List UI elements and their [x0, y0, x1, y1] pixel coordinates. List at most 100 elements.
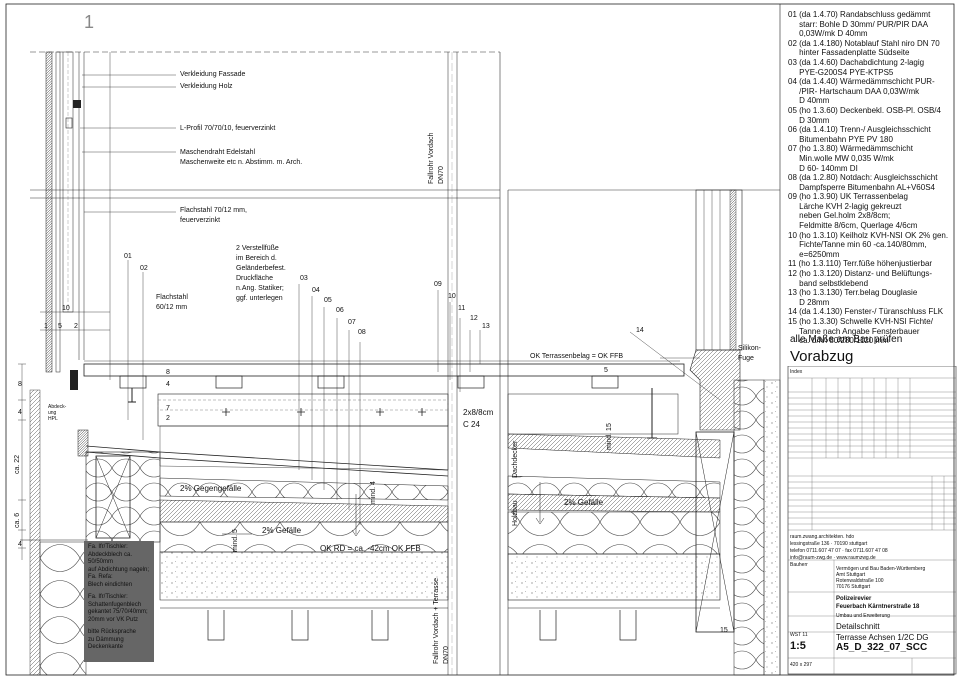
material-legend: 01 (da 1.4.70) Randabschluss gedämmt sta…: [788, 10, 956, 346]
label-versteller-3: Geländerbefest.: [236, 265, 286, 272]
dim-5b: 5: [604, 367, 608, 374]
note-line: Fa. Ifr/Tischler:: [88, 594, 128, 600]
legend-item: Lärche KVH 2-lagig gekreuzt: [788, 201, 902, 211]
callout-05: 05: [324, 297, 332, 304]
callout-03: 03: [300, 275, 308, 282]
dim-2b: 2: [166, 415, 170, 422]
legend-item: e=6250mm: [788, 249, 840, 259]
label-flachstahl-60-2: 60/12 mm: [156, 304, 188, 311]
legend-item: 04 (da 1.4.40) Wärmedämmschicht PUR-: [788, 77, 935, 87]
note-line: Blech eindichten: [88, 581, 133, 588]
label-gefaelle-1: 2% Gefälle: [262, 526, 302, 535]
callout-04: 04: [312, 287, 320, 294]
legend-item: D 40mm: [788, 96, 830, 106]
scale: 1:5: [790, 640, 806, 652]
callout-01: 01: [124, 253, 132, 260]
label-maschendraht-2: Maschenweite etc n. Abstimm. m. Arch.: [180, 159, 303, 166]
label-flachstahl-60-1: Flachstahl: [156, 294, 188, 301]
legend-item: ca. b/h/l 80/280/1120 mm: [788, 336, 889, 346]
bauherr-label: Bauherr: [790, 562, 808, 568]
legend-item: 12 (ho 1.3.120) Distanz- und Belüftungs-: [788, 269, 933, 279]
label-verkleidung-fassade: Verkleidung Fassade: [180, 71, 246, 78]
legend-item: 10 (ho 1.3.10) Keilholz KVH-NSI OK 2% ge…: [788, 230, 949, 240]
label-versteller-5: n.Ang. Statiker;: [236, 285, 284, 292]
legend-item: Fichte/Tanne min 60 -ca.140/80mm,: [788, 240, 927, 250]
label-fallrohr-bottom: Fallrohr Vordach + Terrasse: [433, 577, 440, 664]
label-num-14: 14: [636, 327, 644, 334]
project-line-2: Feuerbach Kärntnerstraße 18: [836, 604, 920, 610]
label-gefaelle-gegen: 2% Gegengefälle: [180, 484, 242, 493]
dim-1: 1: [44, 323, 48, 330]
legend-item: PYE-G200S4 PYE-KTPS5: [788, 67, 894, 77]
dim-ca6: ca. 6: [14, 512, 21, 528]
callout-12: 12: [470, 315, 478, 322]
dim-2: 2: [74, 323, 78, 330]
legend-item: Min.wolle MW 0,035 W/mk: [788, 153, 894, 163]
check-note: alle Maße am Bau prüfen: [790, 334, 903, 345]
project-line-1: Polizeirevier: [836, 596, 872, 602]
revision-header: Index: [790, 369, 803, 375]
bauherr-line-4: 70176 Stuttgart: [836, 584, 871, 590]
dim-4b: 4: [18, 541, 22, 548]
dim-8: 8: [18, 381, 22, 388]
label-versteller-6: ggf. unterlegen: [236, 295, 283, 302]
note-line: gekantet 75/70/40mm;: [88, 609, 148, 615]
legend-item: 14 (da 1.4.130) Fenster-/ Türanschluss F…: [788, 307, 944, 317]
label-fallrohr-bottom-dn: DN70: [443, 646, 450, 664]
label-holzbau: Holzbau: [512, 500, 519, 526]
label-silikon-1: Silikon-: [738, 345, 761, 352]
note-line: Deckenkante: [88, 644, 124, 650]
legend-item: 15 (ho 1.3.30) Schwelle KVH-NSI Fichte/: [788, 317, 933, 326]
legend-item: 13 (ho 1.3.130) Terr.belag Douglasie: [788, 288, 918, 298]
legend-item: 08 (da 1.2.80) Notdach: Ausgleichsschich…: [788, 173, 938, 183]
label-ok-rd: OK RD = ca. -42cm OK FFB: [320, 544, 421, 553]
dim-ca22: ca. 22: [14, 454, 21, 474]
callout-13: 13: [482, 323, 490, 330]
architect-phone: telefon 0711.607 47 07 · fax 0711.607 47…: [790, 548, 888, 554]
legend-item: Bitumenbahn PYE PV 180: [788, 134, 893, 144]
dim-10: 10: [62, 305, 70, 312]
label-l-profil: L-Profil 70/70/10, feuerverzinkt: [180, 125, 276, 132]
label-mind4: mind. 4: [370, 481, 377, 504]
label-abdeckung: Abdeck- ung HPL: [48, 404, 67, 422]
legend-item: Tanne nach Angabe Fensterbauer: [788, 326, 920, 336]
legend-item: hinter Fassadenplatte Südseite: [788, 48, 910, 58]
legend-item: band selbstklebend: [788, 278, 869, 288]
callout-08: 08: [358, 329, 366, 336]
label-mind5: mind. 5: [232, 529, 239, 552]
contractor-note-box: Fa. Ifr/Tischler: Abdeckblech ca. 50/50m…: [84, 541, 154, 662]
label-versteller-2: im Bereich d.: [236, 255, 277, 262]
legend-item: 02 (da 1.4.180) Notablauf Stahl niro DN …: [788, 38, 940, 48]
corner-number: 1: [84, 12, 95, 32]
label-silikon-2: Fuge: [738, 355, 754, 362]
callout-06: 06: [336, 307, 344, 314]
legend-item: starr: Bohle D 30mm/ PUR/PIR DAA: [788, 19, 929, 29]
legend-item: Feldmitte 8/6cm, Querlage 4/6cm: [788, 221, 918, 231]
legend-item: /PIR- Hartschaum DAA 0,03W/mk: [788, 86, 920, 96]
legend-item: 0,03W/mk D 40mm: [788, 29, 868, 39]
label-fallrohr-top: Fallrohr Vordach: [428, 132, 435, 184]
label-dachdecker: Dachdecker: [512, 440, 519, 478]
callout-10: 10: [448, 293, 456, 300]
legend-item: D 28mm: [788, 297, 830, 307]
label-versteller-1: 2 Verstellfüße: [236, 245, 279, 252]
note-line: Schattenfugenblech: [88, 601, 142, 608]
note-line: bitte Rücksprache: [88, 629, 137, 635]
label-maschendraht-1: Maschendraht Edelstahl: [180, 149, 256, 156]
note-line: zu Dämmung: [88, 636, 124, 643]
paper-format: 420 x 297: [790, 662, 812, 668]
architect-street: lessingstraße 136 · 70190 stuttgart: [790, 541, 868, 547]
label-mind15: mind. 15: [606, 423, 613, 450]
callout-07: 07: [348, 319, 356, 326]
legend-item: D 30mm: [788, 115, 830, 125]
callout-02: 02: [140, 265, 148, 272]
label-holz-2x8: 2x8/8cm: [463, 408, 494, 417]
dim-4c: 4: [166, 381, 170, 388]
label-holz-c24: C 24: [463, 420, 480, 429]
bauherr-line-3: Rotenwaldstraße 100: [836, 578, 884, 584]
label-flachstahl-70-1: Flachstahl 70/12 mm,: [180, 207, 247, 214]
label-flachstahl-70-2: feuerverzinkt: [180, 217, 221, 224]
bauherr-line-1: Vermögen und Bau Baden-Württemberg: [836, 566, 926, 572]
legend-item: 11 (ho 1.3.110) Terr.füße höhenjustierba…: [788, 259, 933, 269]
